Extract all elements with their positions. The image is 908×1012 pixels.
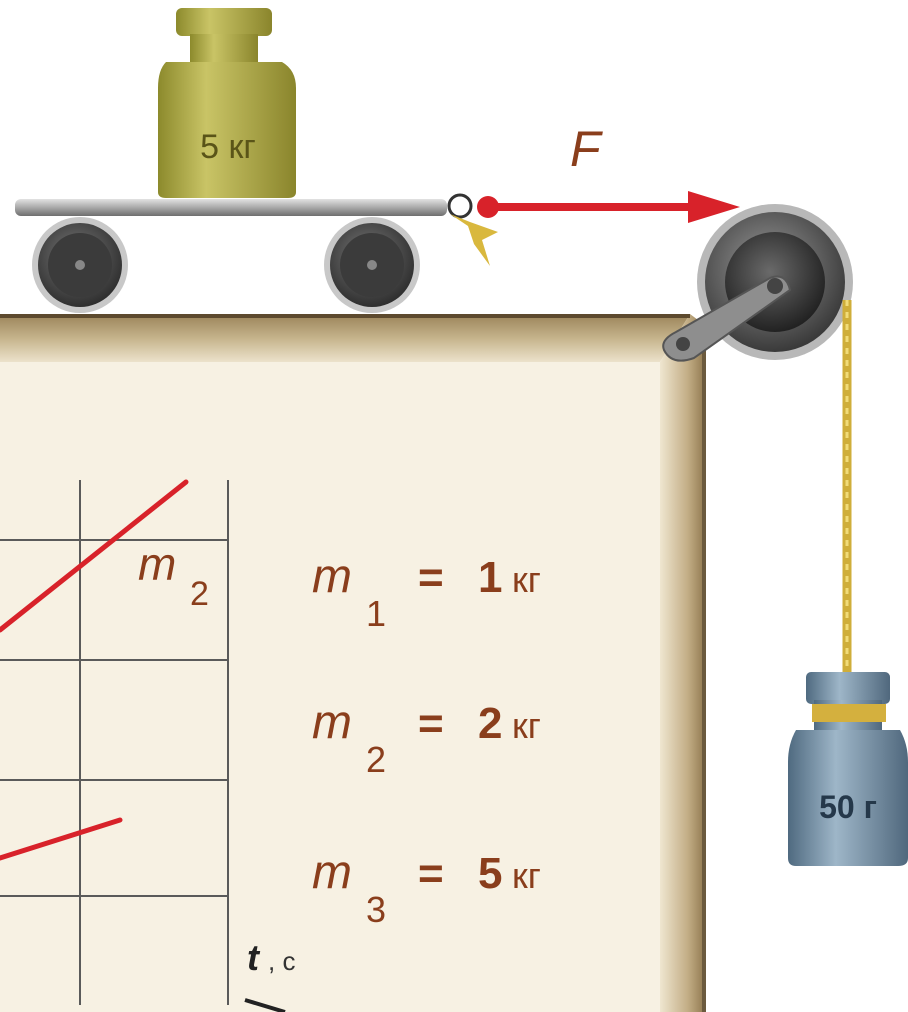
hanging-weight: 50 г xyxy=(788,672,908,866)
mass-3-subscript: 3 xyxy=(366,889,386,930)
curve-label: m xyxy=(138,538,176,590)
cart xyxy=(15,193,498,313)
cart-wheel-right xyxy=(324,217,420,313)
graph-line-m2 xyxy=(0,479,189,633)
mass-3-value: 5 xyxy=(478,849,502,898)
mass-3-unit: кг xyxy=(512,855,541,896)
table xyxy=(0,314,706,1012)
cart-platform xyxy=(15,199,447,216)
pulley xyxy=(662,204,853,362)
axis-t-unit: , с xyxy=(268,946,295,976)
mass-1-equals: = xyxy=(418,553,444,602)
force-arrow: F xyxy=(477,121,740,223)
svg-text:2: 2 xyxy=(190,575,209,613)
table-panel xyxy=(0,360,660,1012)
mass-2-equals: = xyxy=(418,699,444,748)
mass-row-2: m 2 = 2 кг xyxy=(312,696,541,780)
mass-2-subscript: 2 xyxy=(366,739,386,780)
curve-label-sub: 2 xyxy=(190,575,209,613)
svg-text:, с: , с xyxy=(268,946,295,976)
mass-3-symbol: m xyxy=(312,846,352,899)
graph: m 2 t , с xyxy=(0,479,295,1012)
mass-row-1: m 1 = 1 кг xyxy=(312,550,541,634)
cart-hook xyxy=(447,193,498,266)
svg-text:t: t xyxy=(247,937,261,978)
mass-legend: m 1 = 1 кг m 2 = 2 кг m 3 = 5 кг xyxy=(312,550,541,930)
curve-label-m: m xyxy=(138,538,176,590)
mass-3-equals: = xyxy=(418,849,444,898)
mass-2-symbol: m xyxy=(312,696,352,749)
mass-1-symbol: m xyxy=(312,550,352,603)
mass-2-value: 2 xyxy=(478,699,502,748)
pulley-bracket xyxy=(662,275,792,362)
mass-1-unit: кг xyxy=(512,559,541,600)
graph-axis-arrow xyxy=(244,998,286,1012)
cart-weight: 5 кг xyxy=(158,8,296,198)
force-label: F xyxy=(570,121,603,177)
hanging-weight-label: 50 г xyxy=(819,789,877,825)
mass-1-value: 1 xyxy=(478,553,502,602)
graph-line-m3 xyxy=(0,817,123,861)
cart-wheel-left xyxy=(32,217,128,313)
axis-t-label: t xyxy=(247,937,261,978)
table-side-edge xyxy=(660,314,706,1012)
mass-1-subscript: 1 xyxy=(366,593,386,634)
mass-2-unit: кг xyxy=(512,705,541,746)
table-top-edge xyxy=(0,314,690,362)
mass-row-3: m 3 = 5 кг xyxy=(312,846,541,930)
cart-weight-label: 5 кг xyxy=(200,128,256,166)
